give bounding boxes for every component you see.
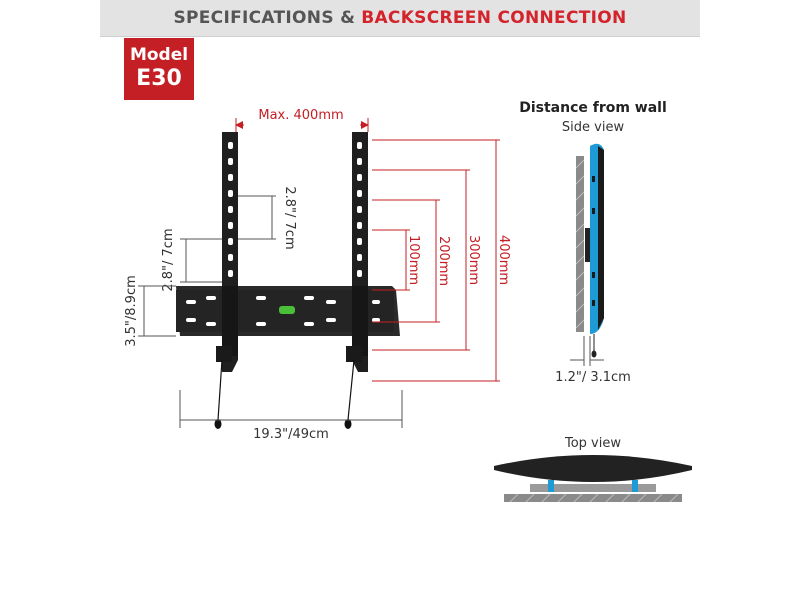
- upper-pitch-dimension: [238, 195, 276, 240]
- top-view-diagram: [494, 455, 692, 503]
- side-view-distance-label: 1.2"/ 3.1cm: [555, 370, 631, 385]
- model-number: E30: [136, 66, 182, 91]
- vesa-100-label: 100mm: [406, 235, 421, 285]
- lower-pitch-dimension: [180, 238, 222, 283]
- wall-mount-front-view: [176, 132, 400, 429]
- side-view-subtitle: Side view: [562, 120, 625, 135]
- vesa-400-label: 400mm: [496, 235, 511, 285]
- model-badge: Model E30: [124, 38, 194, 100]
- model-label: Model: [129, 45, 189, 65]
- base-width-label: 19.3"/49cm: [253, 427, 329, 442]
- height-dimension: [138, 285, 176, 337]
- vertical-spacing-dimensions: [372, 139, 500, 382]
- max-width-dimension: [235, 118, 369, 132]
- height-label: 3.5"/8.9cm: [124, 275, 139, 347]
- curved-tv-label: Curved TV: [564, 462, 622, 475]
- upper-pitch-label: 2.8"/ 7cm: [282, 186, 297, 249]
- spirit-level-icon: [279, 306, 295, 314]
- header-title-part2: BACKSCREEN CONNECTION: [361, 8, 627, 28]
- side-view-title: Distance from wall: [519, 100, 667, 116]
- side-view-diagram: [570, 143, 604, 366]
- top-view-title: Top view: [564, 436, 621, 451]
- lower-pitch-label: 2.8"/ 7cm: [161, 228, 176, 291]
- header-title-part1: SPECIFICATIONS &: [173, 8, 356, 28]
- max-width-label: Max. 400mm: [258, 108, 343, 123]
- vesa-300-label: 300mm: [466, 235, 481, 285]
- page-header: SPECIFICATIONS & BACKSCREEN CONNECTION: [100, 0, 700, 37]
- vesa-200-label: 200mm: [436, 236, 451, 286]
- base-width-dimension: [179, 390, 403, 428]
